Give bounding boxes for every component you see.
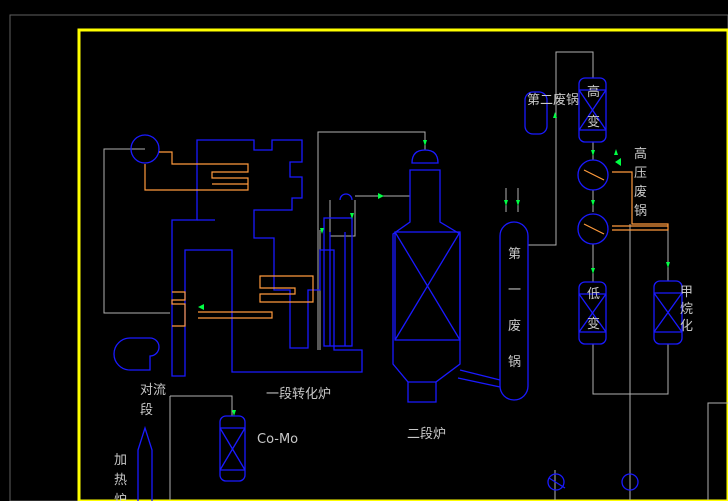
label-convection-a: 对流段 [140, 383, 166, 418]
process-lines [103, 51, 728, 500]
equipment [113, 77, 683, 501]
first-waste-boiler [499, 221, 529, 401]
convection-coils [144, 151, 669, 327]
label-first-waste-boiler: 第一废锅 [508, 247, 521, 370]
hp-waste-boiler-1 [577, 159, 609, 191]
label-aux-vessel: 第二废锅 [527, 92, 579, 108]
separator-drum [113, 337, 160, 371]
flow-arrows [198, 112, 670, 416]
aux-vessel [524, 91, 548, 135]
label-methanation: 甲烷化 [680, 285, 693, 334]
steam-drum [130, 134, 160, 164]
primary-reformer-body [171, 139, 363, 377]
co-mo-reactor [219, 415, 246, 482]
reformer-tubes [323, 217, 353, 347]
bottom-exchanger [621, 473, 639, 491]
hp-waste-boiler-2 [577, 213, 609, 245]
secondary-reformer [392, 169, 461, 403]
label-high-shift: 高变 [587, 84, 600, 130]
bottom-pump [547, 473, 565, 491]
label-hp-waste-boiler: 高压废锅 [634, 146, 647, 219]
methanator [653, 280, 683, 345]
label-preheat: 加热炉 [114, 453, 127, 501]
title-frame [77, 28, 728, 501]
label-secondary-reformer: 二段炉 [407, 427, 446, 442]
high-shift-converter [578, 77, 607, 143]
label-low-shift: 低变 [587, 287, 600, 332]
labels: 对流段 一段转化炉 二段炉 Co-Mo [140, 383, 446, 447]
outer-border [9, 14, 728, 501]
label-co-mo: Co-Mo [257, 432, 298, 447]
preheat-furnace [137, 425, 153, 501]
label-primary-reformer: 一段转化炉 [266, 387, 331, 402]
low-shift-converter [578, 281, 607, 345]
